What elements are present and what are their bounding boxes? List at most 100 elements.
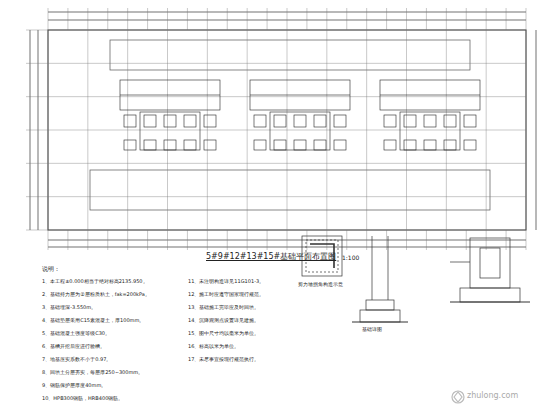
plan-line — [446, 8, 447, 30]
plan-line — [107, 8, 108, 30]
plan-line — [486, 8, 487, 30]
plan-line — [120, 95, 220, 96]
plan-line — [48, 196, 526, 197]
note-line: 9、钢筋保护层厚度40mm。 — [42, 383, 106, 389]
wall-element — [184, 140, 196, 150]
wall-element — [204, 140, 216, 150]
notes-heading: 说明： — [42, 266, 60, 272]
drawing-title: 5#9#12#13#15#基础平面布置图 — [206, 253, 336, 262]
wall-element — [144, 115, 156, 127]
plan-line — [26, 130, 48, 131]
note-line: 2、基础持力层为②层粉质粘土，fak=200kPa。 — [42, 292, 150, 298]
watermark: zhulong.com — [467, 392, 518, 401]
plan-line — [506, 230, 507, 250]
plan-line — [506, 8, 507, 30]
wall-element — [334, 115, 346, 127]
plan-line — [486, 230, 487, 250]
wall-element — [444, 115, 456, 127]
plan-line — [267, 8, 268, 30]
wall-element — [404, 115, 416, 127]
wall-element — [254, 115, 266, 127]
plan-line — [406, 230, 407, 250]
plan-line — [250, 95, 350, 96]
plan-line — [247, 8, 248, 30]
plan-line — [306, 8, 307, 30]
wall-element — [294, 140, 306, 150]
wall-element — [424, 140, 436, 150]
plan-line — [26, 230, 48, 231]
detail-caption: 剪力墙拐角构造示意 — [298, 282, 343, 288]
wall-element — [404, 140, 416, 150]
wall-element — [464, 115, 476, 127]
plan-line — [346, 8, 347, 30]
plan-line — [406, 8, 407, 30]
plan-line — [48, 230, 526, 231]
wall-element — [444, 140, 456, 150]
wall-element — [124, 115, 136, 127]
note-line: 1、本工程±0.000相当于绝对标高2135.950。 — [42, 279, 148, 285]
plan-line — [526, 230, 527, 250]
wall-element — [380, 80, 480, 110]
plan-line — [326, 8, 327, 30]
wall-element — [254, 140, 266, 150]
plan-line — [48, 30, 526, 31]
wall-element — [274, 115, 286, 127]
note-line: 12、施工时应遵守国家现行规范。 — [188, 292, 264, 298]
note-line: 16、标高以米为单位。 — [188, 344, 239, 350]
note-line: 13、基础施工完毕应及时回填。 — [188, 305, 259, 311]
wall-element — [184, 115, 196, 127]
plan-line — [287, 230, 288, 250]
plan-line — [147, 230, 148, 250]
wall-element — [384, 140, 396, 150]
plan-line — [466, 230, 467, 250]
plan-line — [87, 230, 88, 250]
wall-element — [334, 140, 346, 150]
wall-element — [120, 80, 220, 110]
note-line: 14、沉降观测点设置详见建施。 — [188, 318, 259, 324]
plan-line — [167, 8, 168, 30]
note-line: 15、图中尺寸均以毫米为单位。 — [188, 331, 259, 337]
plan-line — [48, 130, 526, 131]
plan-line — [48, 230, 49, 250]
wall-element — [400, 112, 460, 150]
wall-element — [204, 115, 216, 127]
plan-line — [187, 8, 188, 30]
plan-line — [247, 230, 248, 250]
plan-line — [48, 96, 526, 97]
plan-line — [526, 8, 527, 30]
plan-line — [207, 230, 208, 250]
note-line: 8、回填土分层夯实，每层厚250~300mm。 — [42, 370, 143, 376]
plan-line — [67, 8, 68, 30]
wall-element — [424, 115, 436, 127]
plan-line — [187, 230, 188, 250]
wall-element — [144, 140, 156, 150]
plan-line — [48, 8, 49, 30]
plan-line — [227, 8, 228, 30]
plan-line — [380, 95, 480, 96]
note-line: 6、基槽开挖后应进行验槽。 — [42, 344, 105, 350]
plan-line — [207, 8, 208, 30]
plan-line — [227, 230, 228, 250]
plan-line — [127, 230, 128, 250]
note-line: 17、未尽事宜按现行规范执行。 — [188, 357, 259, 363]
plan-line — [26, 30, 48, 31]
wall-element — [314, 140, 326, 150]
note-line: 10、HPB300钢筋，HRB400钢筋。 — [42, 396, 123, 402]
wall-element — [274, 140, 286, 150]
wall-element — [164, 115, 176, 127]
wall-element — [164, 140, 176, 150]
wall-element — [140, 112, 200, 150]
plan-line — [26, 96, 48, 97]
wall-element — [464, 140, 476, 150]
plan-line — [366, 8, 367, 30]
wall-element — [294, 115, 306, 127]
plan-line — [346, 230, 347, 250]
note-line: 3、基础埋深-3.550m。 — [42, 305, 96, 311]
scale-label: 1:100 — [342, 255, 359, 262]
note-line: 4、基础垫层采用C15素混凝土，厚100mm。 — [42, 318, 144, 324]
plan-line — [48, 63, 526, 64]
plan-line — [466, 8, 467, 30]
plan-line — [147, 8, 148, 30]
plan-line — [26, 163, 48, 164]
